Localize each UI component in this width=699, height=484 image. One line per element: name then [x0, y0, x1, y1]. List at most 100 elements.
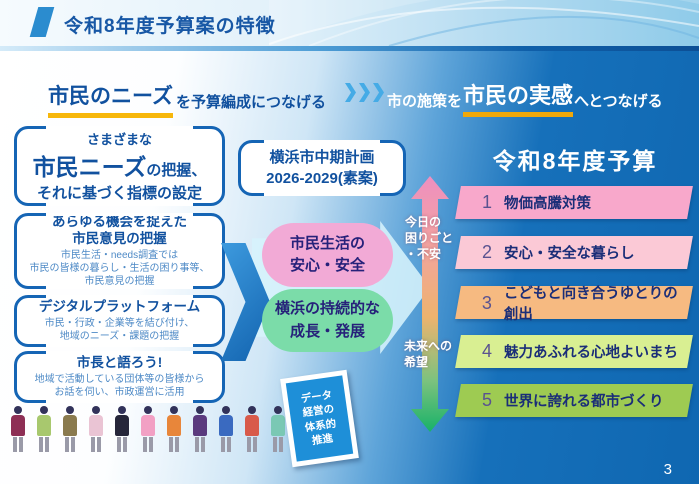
triple-chevron-icon	[345, 83, 384, 102]
person-body	[63, 415, 77, 436]
person-legs	[117, 437, 127, 452]
person-legs	[65, 437, 75, 452]
budget-item-content: 3 こどもと向き合うゆとりの創出	[458, 282, 690, 324]
budget-item-label: 世界に誇れる都市づくり	[504, 394, 664, 410]
person-legs	[221, 437, 231, 452]
opinion-grasp-box: あらゆる機会を捉えた 市民意見の把握 市民生活・needs調査では 市民の皆様の…	[14, 213, 225, 289]
budget-item-number: 4	[482, 341, 493, 361]
summary-line3: それに基づく指標の設定	[36, 185, 202, 202]
person-figure	[166, 406, 182, 454]
midterm-plan-box: 横浜市中期計画 2026-2029(素案)	[238, 140, 406, 196]
person-figure	[218, 406, 234, 454]
pill-label: 横浜の持続的な 成長・発展	[274, 300, 380, 340]
summary-emph: 市民ニーズ	[32, 154, 147, 180]
person-legs	[247, 437, 257, 452]
person-legs	[273, 437, 283, 452]
person-body	[11, 415, 25, 436]
pill-label: 市民生活の 安心・安全	[289, 234, 365, 275]
person-head	[170, 406, 178, 414]
person-body	[89, 415, 103, 436]
person-figure	[88, 406, 104, 454]
person-body	[245, 415, 259, 436]
person-head	[14, 406, 22, 414]
budget-item-content: 4 魅力あふれる心地よいまち	[458, 341, 678, 362]
box-body: 市民・行政・企業等を結び付け、 地域のニーズ・課題の把握	[44, 318, 195, 343]
lead-left-rest: を予算編成につなげる	[175, 94, 326, 111]
data-management-card: データ 経営の 体系的 推進	[280, 369, 359, 468]
budget-item-number: 2	[482, 242, 493, 262]
person-figure	[244, 406, 260, 454]
person-head	[222, 406, 230, 414]
budget-item-number: 3	[482, 292, 493, 312]
person-legs	[13, 437, 23, 452]
budget-item-content: 5 世界に誇れる都市づくり	[458, 390, 664, 411]
pill-safety-security: 市民生活の 安心・安全	[262, 223, 393, 287]
lead-right-pre: 市の施策を	[387, 93, 463, 110]
lead-right-phrase: 市の施策を 市民の実感 へとつなげる	[387, 78, 663, 117]
axis-label-today-worries: 今日の 困りごと ・不安	[405, 215, 454, 262]
budget-item-label: 魅力あふれる心地よいまち	[504, 345, 679, 361]
person-head	[118, 406, 126, 414]
person-legs	[169, 437, 179, 452]
chevron-icon	[359, 83, 370, 102]
person-head	[248, 406, 256, 414]
person-body	[193, 415, 207, 436]
summary-after-emph: の把握、	[146, 162, 207, 179]
citizens-illustration	[10, 406, 286, 454]
wave-decoration	[269, 0, 699, 46]
budget-item-number: 1	[482, 192, 493, 212]
person-figure	[192, 406, 208, 454]
person-legs	[39, 437, 49, 452]
data-management-label: データ 経営の 体系的 推進	[285, 375, 354, 462]
lead-left-phrase: 市民のニーズ を予算編成につなげる	[48, 80, 326, 118]
budget-item-3: 3 こどもと向き合うゆとりの創出	[455, 286, 693, 323]
person-body	[167, 415, 181, 436]
person-head	[196, 406, 204, 414]
person-figure	[10, 406, 26, 454]
person-figure	[140, 406, 156, 454]
person-body	[37, 415, 51, 436]
budget-item-label: 安心・安全な暮らし	[504, 246, 635, 262]
budget-item-4: 4 魅力あふれる心地よいまち	[455, 335, 693, 368]
budget-item-5: 5 世界に誇れる都市づくり	[455, 384, 693, 417]
budget-item-label: 物価高騰対策	[504, 196, 592, 212]
box-title: デジタルプラットフォーム	[38, 298, 201, 314]
header-parallelogram-mark	[29, 7, 55, 37]
person-head	[66, 406, 74, 414]
box-body: 地域で活動している団体等の皆様から お話を伺い、市政運営に活用	[34, 374, 205, 399]
person-legs	[91, 437, 101, 452]
person-body	[141, 415, 155, 436]
lead-left-highlight: 市民のニーズ	[48, 80, 173, 118]
header-divider	[0, 46, 699, 51]
page-number: 3	[663, 461, 672, 478]
person-head	[144, 406, 152, 414]
person-figure	[36, 406, 52, 454]
person-head	[92, 406, 100, 414]
budget-item-number: 5	[482, 390, 493, 410]
budget-item-1: 1 物価高騰対策	[455, 186, 693, 219]
person-body	[219, 415, 233, 436]
person-legs	[143, 437, 153, 452]
budget-item-content: 1 物価高騰対策	[458, 192, 591, 213]
budget-item-label: こどもと向き合うゆとりの創出	[504, 285, 678, 323]
person-figure	[270, 406, 286, 454]
box-title: 市長と語ろう!	[76, 354, 163, 370]
chevron-icon	[373, 83, 384, 102]
axis-label-future-hope: 未来への 希望	[404, 339, 453, 370]
talk-with-mayor-box: 市長と語ろう! 地域で活動している団体等の皆様から お話を伺い、市政運営に活用	[14, 351, 225, 403]
person-head	[40, 406, 48, 414]
citizen-needs-summary-box: さまざまな 市民ニーズの把握、 それに基づく指標の設定	[14, 126, 225, 206]
summary-line2: 市民ニーズの把握、	[33, 148, 207, 182]
box-body: 市民生活・needs調査では 市民の皆様の暮らし・生活の困り事等、 市民意見の把…	[29, 250, 210, 288]
chevron-icon	[345, 83, 356, 102]
person-figure	[114, 406, 130, 454]
person-head	[274, 406, 282, 414]
person-body	[271, 415, 285, 436]
summary-line1: さまざまな	[86, 132, 152, 147]
person-legs	[195, 437, 205, 452]
digital-platform-box: デジタルプラットフォーム 市民・行政・企業等を結び付け、 地域のニーズ・課題の把…	[14, 295, 225, 347]
page-title: 令和8年度予算案の特徴	[64, 16, 276, 37]
budget-item-2: 2 安心・安全な暮らし	[455, 236, 693, 269]
person-body	[115, 415, 129, 436]
